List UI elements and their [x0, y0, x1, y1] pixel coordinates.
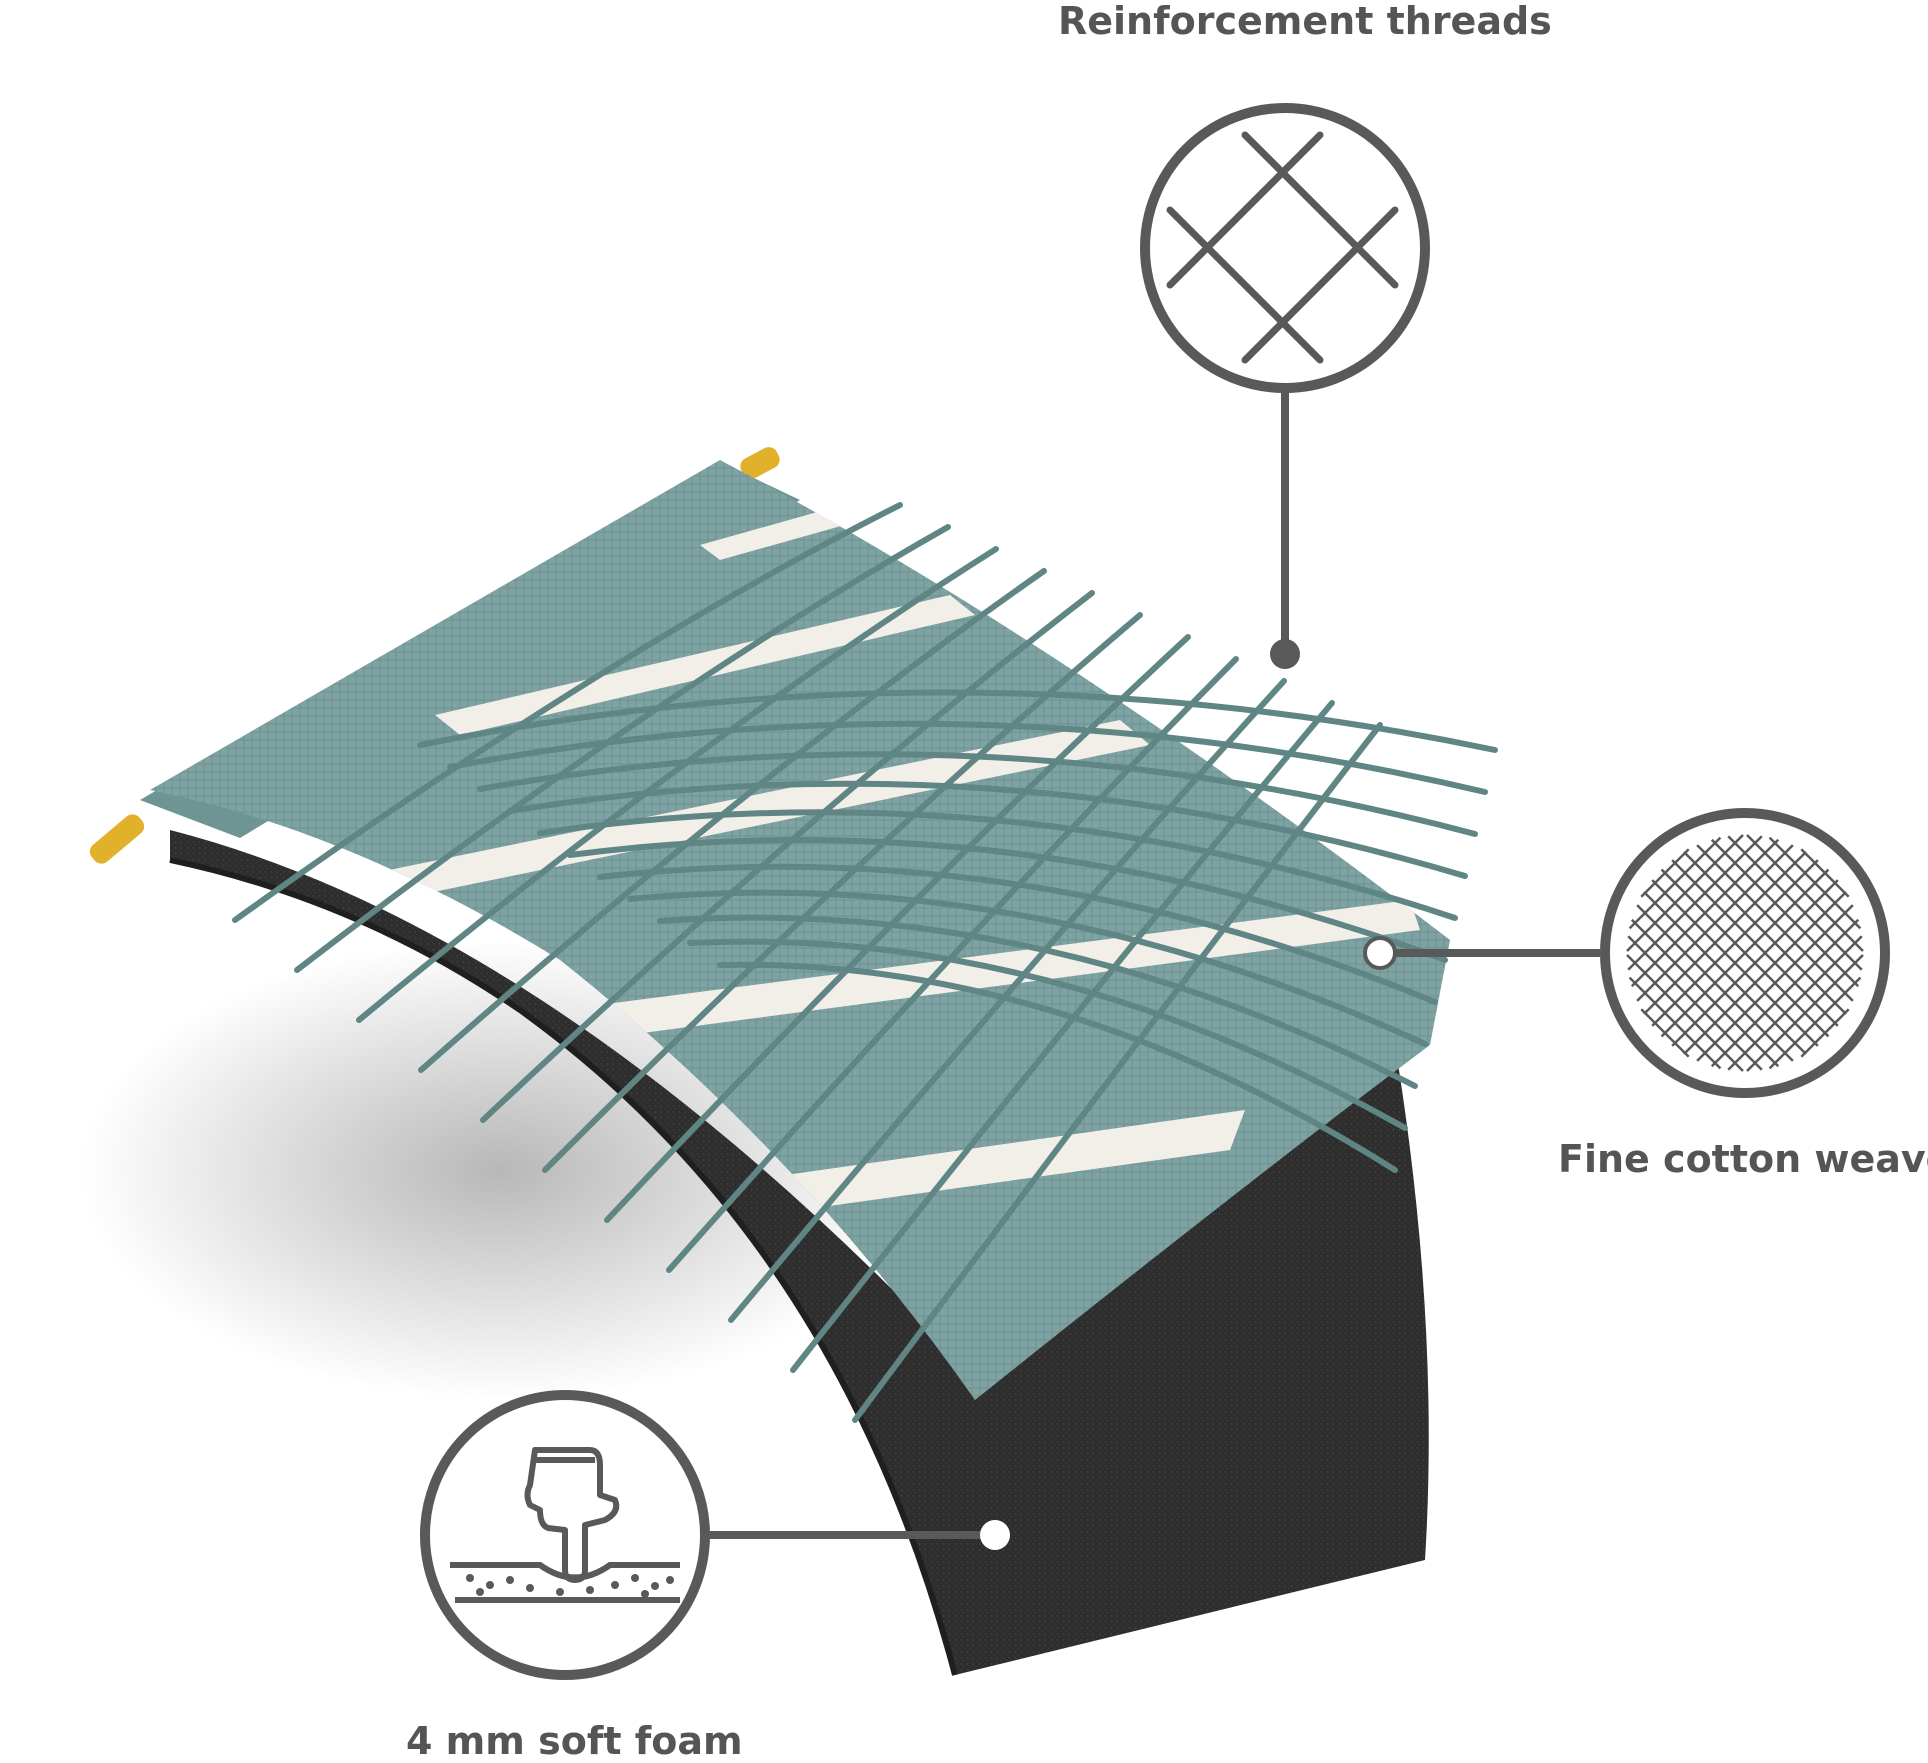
weave-line — [1671, 859, 1839, 1027]
thread-line — [627, 889, 1428, 1047]
foam-dot — [641, 1590, 649, 1598]
fabric-stripes — [340, 500, 1420, 1215]
weave-line — [1800, 1008, 1850, 1058]
weave-line — [1727, 935, 1863, 1071]
foam-dot — [556, 1588, 564, 1596]
callout-dot-threads — [1270, 639, 1300, 669]
callout-dot-foam — [980, 1520, 1010, 1550]
weave-line — [1768, 976, 1862, 1070]
foam-surface-icon — [450, 1562, 680, 1581]
weave-line — [1746, 834, 1864, 952]
thread-line — [418, 568, 1047, 1073]
thread-line — [728, 678, 1287, 1323]
callout-fine-cotton-weave — [1363, 808, 1890, 1098]
foam-dot — [526, 1584, 534, 1592]
thread-line — [597, 863, 1438, 1005]
foam-layer — [170, 830, 1429, 1675]
label-fine-cotton-weave: Fine cotton weave — [1558, 1137, 1928, 1181]
weave-line — [1710, 838, 1860, 988]
foam-dot — [476, 1588, 484, 1596]
weave-line — [1671, 879, 1839, 1047]
foam-edge — [169, 857, 958, 1676]
thread-line — [790, 700, 1335, 1373]
foam-dot — [486, 1581, 494, 1589]
foam-dot — [586, 1586, 594, 1594]
thread-line — [542, 612, 1143, 1173]
weave-line — [1768, 836, 1862, 930]
cross-thread-icon — [1140, 103, 1430, 393]
thread-line — [657, 914, 1418, 1089]
thread-line — [567, 836, 1448, 963]
rod-left — [89, 814, 145, 864]
weave-line — [1696, 844, 1854, 1002]
callout-dot-weave — [1363, 936, 1397, 970]
thread-line — [537, 809, 1458, 921]
weave-line — [1727, 835, 1863, 971]
thread-line — [356, 546, 999, 1023]
foam-dot — [611, 1581, 619, 1589]
thread-line — [447, 720, 1488, 795]
thread-line — [294, 524, 951, 973]
foam-dot — [651, 1582, 659, 1590]
thread-line — [717, 961, 1398, 1173]
weave-line — [1683, 851, 1847, 1015]
weave-line — [1710, 918, 1860, 1068]
weave-line — [1800, 848, 1850, 898]
thread-line — [507, 780, 1468, 879]
reinforcement-thread-grid — [232, 502, 1498, 1423]
weave-line — [1696, 904, 1854, 1062]
foam-dots-icon — [466, 1574, 674, 1598]
thread-line — [477, 751, 1478, 837]
weave-line — [1660, 868, 1830, 1038]
foam-dot — [666, 1576, 674, 1584]
cross-thread-icon-lines — [1166, 131, 1399, 364]
label-soft-foam: 4 mm soft foam — [406, 1719, 743, 1763]
foam-dot — [631, 1574, 639, 1582]
thread-line — [480, 590, 1095, 1123]
callout-reinforcement-threads — [1140, 103, 1430, 669]
weave-line — [1746, 954, 1864, 1072]
thread-line — [232, 502, 903, 923]
callout-soft-foam — [420, 1390, 1010, 1680]
foam-dot — [466, 1574, 474, 1582]
label-reinforcement-threads: Reinforcement threads — [1058, 0, 1552, 43]
weave-line — [1683, 891, 1847, 1055]
fine-weave-icon-lines — [1626, 834, 1864, 1072]
rod-top — [740, 447, 780, 479]
foam-dot — [506, 1576, 514, 1584]
thread-line — [417, 689, 1498, 753]
thread-line — [687, 938, 1408, 1131]
